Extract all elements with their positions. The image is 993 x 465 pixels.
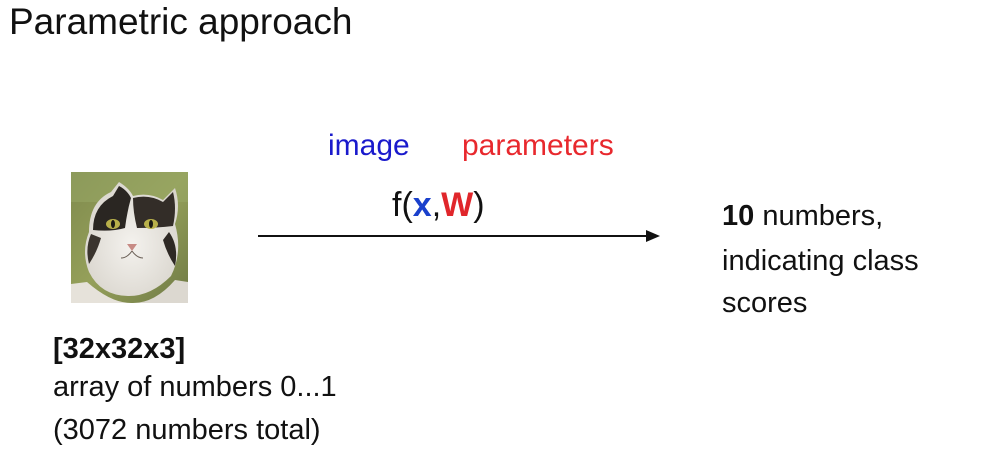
- formula-suffix: ): [473, 186, 484, 224]
- formula-comma: ,: [432, 186, 441, 224]
- function-formula: f(x,W): [392, 183, 485, 227]
- arrow-head: [646, 230, 660, 242]
- formula-prefix: f(: [392, 186, 413, 224]
- output-count: 10: [722, 200, 754, 232]
- formula-x-variable: x: [413, 186, 432, 224]
- slide-title: Parametric approach: [9, 0, 352, 46]
- parameters-label: parameters: [462, 126, 614, 166]
- output-line-1: 10 numbers,: [722, 198, 883, 234]
- input-dimensions: [32x32x3]: [53, 331, 185, 367]
- image-label: image: [328, 126, 410, 166]
- input-description: array of numbers 0...1: [53, 369, 337, 405]
- mapping-arrow: [258, 226, 662, 246]
- cat-image: [71, 172, 188, 303]
- output-line-3: scores: [722, 285, 807, 321]
- formula-w-variable: W: [441, 186, 473, 224]
- output-line-2: indicating class: [722, 243, 919, 279]
- input-total: (3072 numbers total): [53, 412, 321, 448]
- output-numbers-label: numbers,: [754, 200, 883, 232]
